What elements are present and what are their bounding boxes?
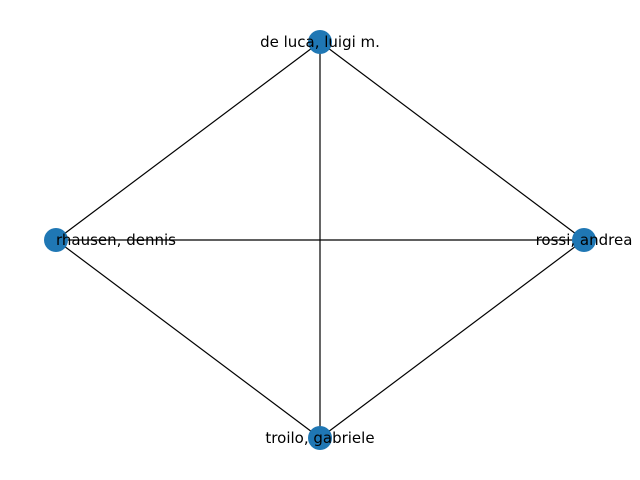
node-label-rossi-andrea: rossi, andrea xyxy=(536,231,633,249)
node-rhausen-dennis[interactable] xyxy=(44,228,68,252)
edge-n4-n3 xyxy=(55,239,321,439)
node-de-luca-luigi-m[interactable] xyxy=(308,30,332,54)
edge-layer xyxy=(55,41,585,439)
edge-n1-n4 xyxy=(55,41,321,241)
node-troilo-gabriele[interactable] xyxy=(308,426,332,450)
edge-n1-n2 xyxy=(319,41,585,241)
label-layer: de luca, luigi m. rossi, andrea troilo, … xyxy=(56,33,632,447)
node-layer xyxy=(44,30,596,450)
node-rossi-andrea[interactable] xyxy=(572,228,596,252)
node-label-rhausen-dennis: rhausen, dennis xyxy=(56,231,176,249)
node-label-troilo-gabriele: troilo, gabriele xyxy=(265,429,374,447)
edge-n2-n3 xyxy=(319,239,585,439)
node-label-de-luca-luigi-m: de luca, luigi m. xyxy=(260,33,380,51)
